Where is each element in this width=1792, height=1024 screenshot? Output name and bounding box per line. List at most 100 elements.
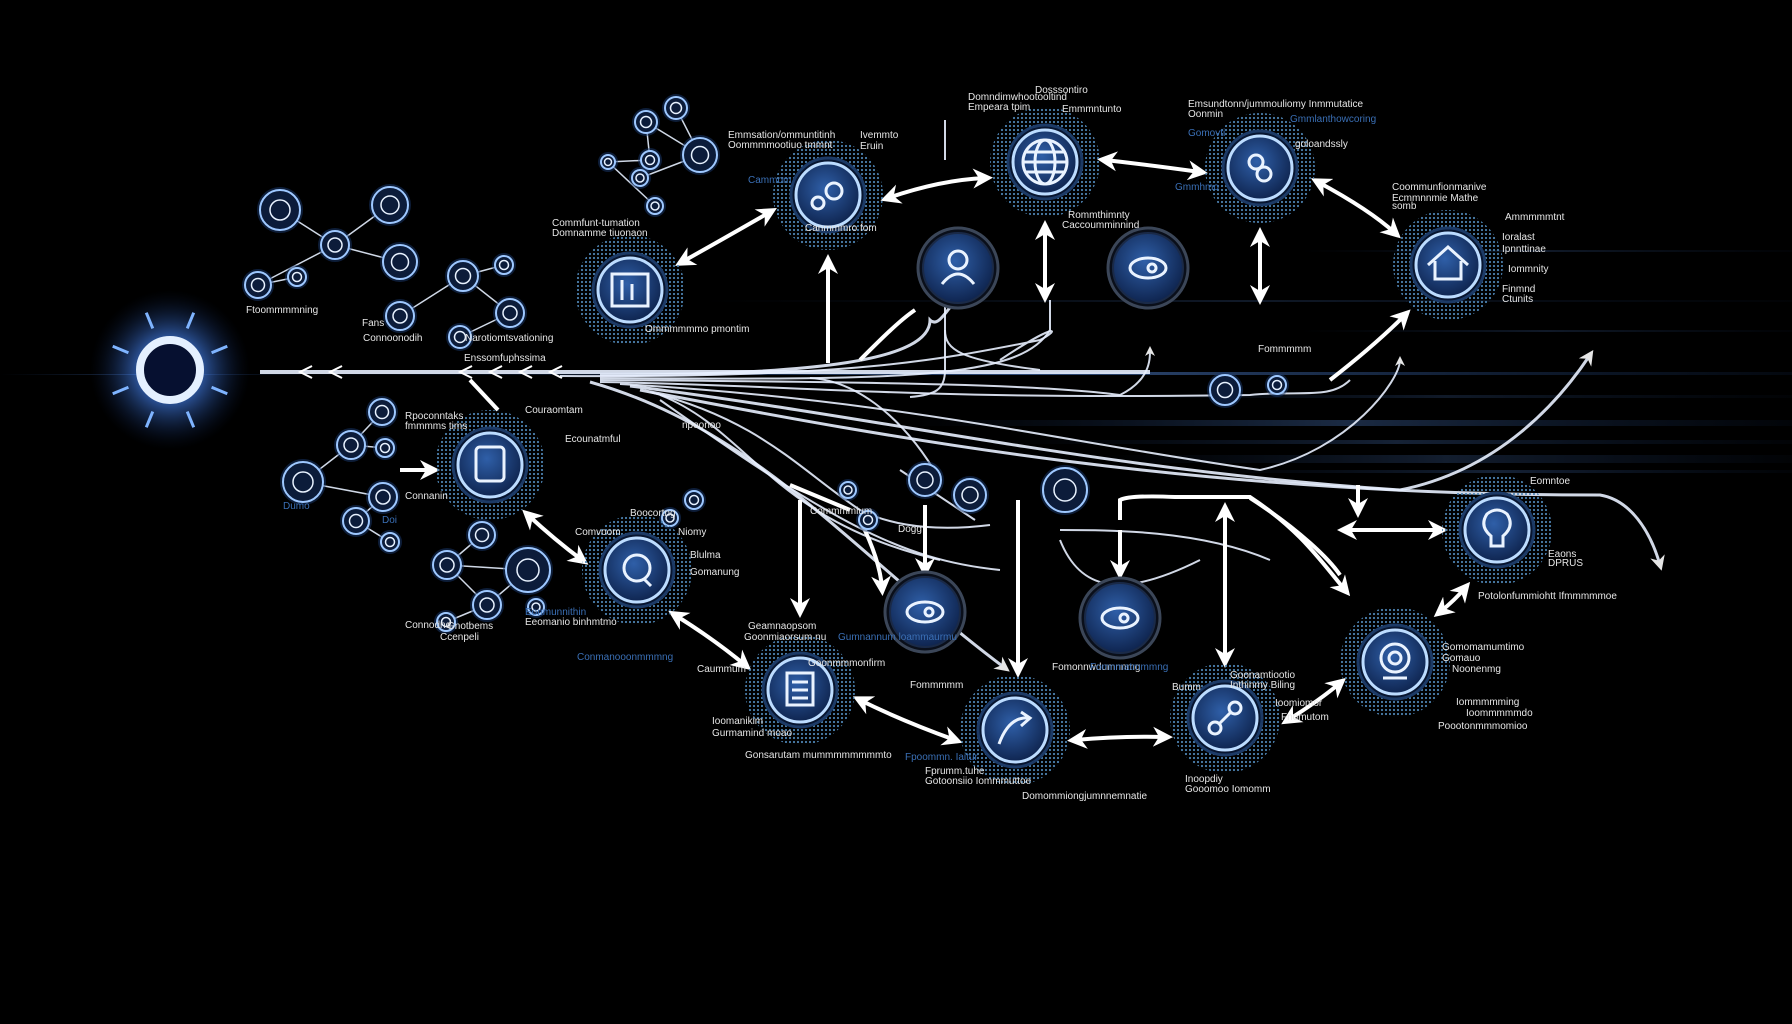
node-label: Ecmmnnmie Mathe	[1392, 193, 1479, 204]
arrow	[1097, 151, 1208, 181]
arrow	[1067, 726, 1173, 749]
house-icon	[1426, 244, 1470, 281]
node-n4	[1205, 113, 1315, 223]
node-label: Blulma	[690, 550, 721, 561]
arrow	[858, 308, 917, 362]
node-label: Eruin	[860, 141, 883, 152]
small-node-icon	[257, 187, 303, 233]
arrow	[675, 208, 777, 266]
node-p1	[916, 226, 1000, 310]
arrow	[468, 378, 500, 412]
node-label: Emmmntunto	[1062, 104, 1122, 115]
node-label: Ioomanikim	[712, 716, 763, 727]
node-label: Dogg	[898, 524, 922, 535]
chevron-left-icon	[487, 365, 503, 379]
node-label: Gumnannum loammaurmu	[838, 632, 957, 643]
node-label: Ammmmmtnt	[1505, 212, 1565, 223]
node-label: Connoonodih	[363, 333, 423, 344]
node-label: Fprumm.tuhe	[925, 766, 985, 777]
arrow	[1328, 309, 1411, 382]
node-label: Commfunt-tumation	[552, 218, 640, 229]
arrow	[852, 696, 963, 746]
flow-line	[599, 298, 961, 377]
node-label: Fommmmm	[910, 680, 963, 691]
node-label: Bumm	[1172, 682, 1201, 693]
node-label: Goonmiaorsum nu	[744, 632, 826, 643]
node-n6	[435, 410, 545, 520]
flow-line	[909, 290, 946, 398]
small-node-icon	[446, 323, 474, 351]
node-label: Goonmmmonfirm	[808, 658, 885, 669]
small-node-icon	[492, 253, 516, 277]
node-n9	[960, 675, 1070, 785]
node-label: DPRUS	[1548, 558, 1583, 569]
small-node-icon	[383, 299, 417, 333]
node-label: Ioralast	[1502, 232, 1535, 243]
light-streak	[700, 300, 1792, 302]
node-label: Fomonnwdumnnmg	[1052, 662, 1140, 673]
node-n5	[1393, 210, 1503, 320]
small-node-icon	[906, 461, 944, 499]
node-label: Gonsarutam mummmmmmmmto	[745, 750, 892, 761]
small-node-icon	[629, 167, 651, 189]
node-n11	[1340, 607, 1450, 717]
node-label: Comvoom	[575, 527, 621, 538]
node-label: Oommmmootiuo tmmnt	[728, 140, 833, 151]
flow-line	[599, 379, 1351, 398]
node-label: Geamnaopsom	[748, 621, 816, 632]
light-streak	[1200, 470, 1792, 473]
lightbulb-icon	[1482, 508, 1512, 548]
small-node-icon	[503, 545, 553, 595]
node-label: Goonamtiootio	[1230, 670, 1295, 681]
small-node-icon	[1265, 373, 1289, 397]
small-node-icon	[366, 396, 398, 428]
globe-icon	[1021, 138, 1069, 186]
node-label: Iommmmming	[1456, 697, 1519, 708]
node-label: Connanin	[405, 491, 448, 502]
user-icon	[940, 249, 976, 285]
small-node-icon	[378, 530, 402, 554]
cloud-icon	[905, 600, 945, 624]
node-n7	[582, 515, 692, 625]
node-label: Ftoommmmning	[246, 305, 318, 316]
node-label: Inthinmy Biling	[1230, 680, 1295, 691]
chevron-left-icon	[327, 365, 343, 379]
node-label: Doi	[382, 515, 397, 526]
node-label: Narotiomtsvationing	[465, 333, 553, 344]
small-node-icon	[632, 108, 660, 136]
node-label: Domndimwhootooltind	[968, 92, 1067, 103]
small-node-icon	[430, 548, 464, 582]
arrow	[522, 509, 589, 565]
flow-line	[1059, 529, 1271, 561]
small-node-icon	[598, 152, 618, 172]
node-label: Potolonfummiohtt Ifmmmmmoe	[1478, 591, 1617, 602]
node-p2	[1106, 226, 1190, 310]
node-label: npoonoo	[682, 420, 721, 431]
node-label: Fans	[362, 318, 384, 329]
node-label: Caummum	[697, 664, 746, 675]
small-node-icon	[318, 228, 352, 262]
small-node-icon	[680, 135, 720, 175]
node-label: Ipnnttinae	[1502, 244, 1546, 255]
flow-line	[944, 329, 1041, 371]
small-node-icon	[445, 258, 481, 294]
node-label: Canmmmro fom	[805, 223, 877, 234]
node-label: Rpoconntaks	[405, 411, 463, 422]
light-streak	[900, 420, 1792, 426]
node-label: Gomanung	[690, 567, 739, 578]
analytics-icon	[1128, 256, 1168, 280]
node-label: Gomovti	[1188, 128, 1225, 139]
node-label: Conmanooonmmmng	[577, 652, 673, 663]
node-label: Cammom	[748, 175, 791, 186]
node-label: Eeomanio binhmtmo	[525, 617, 617, 628]
node-label: Noonenmg	[1452, 664, 1501, 675]
node-label: Inoopdiy	[1185, 774, 1223, 785]
node-label: Fommmmm	[1258, 344, 1311, 355]
node-label: Eaons	[1548, 549, 1576, 560]
node-label: Poootonmmmomioo	[1438, 721, 1528, 732]
small-node-icon	[366, 480, 400, 514]
node-label: Commmmium	[810, 506, 872, 517]
node-label: Gmmhmo	[1175, 182, 1219, 193]
arrow	[789, 483, 851, 512]
arrow	[668, 610, 752, 671]
